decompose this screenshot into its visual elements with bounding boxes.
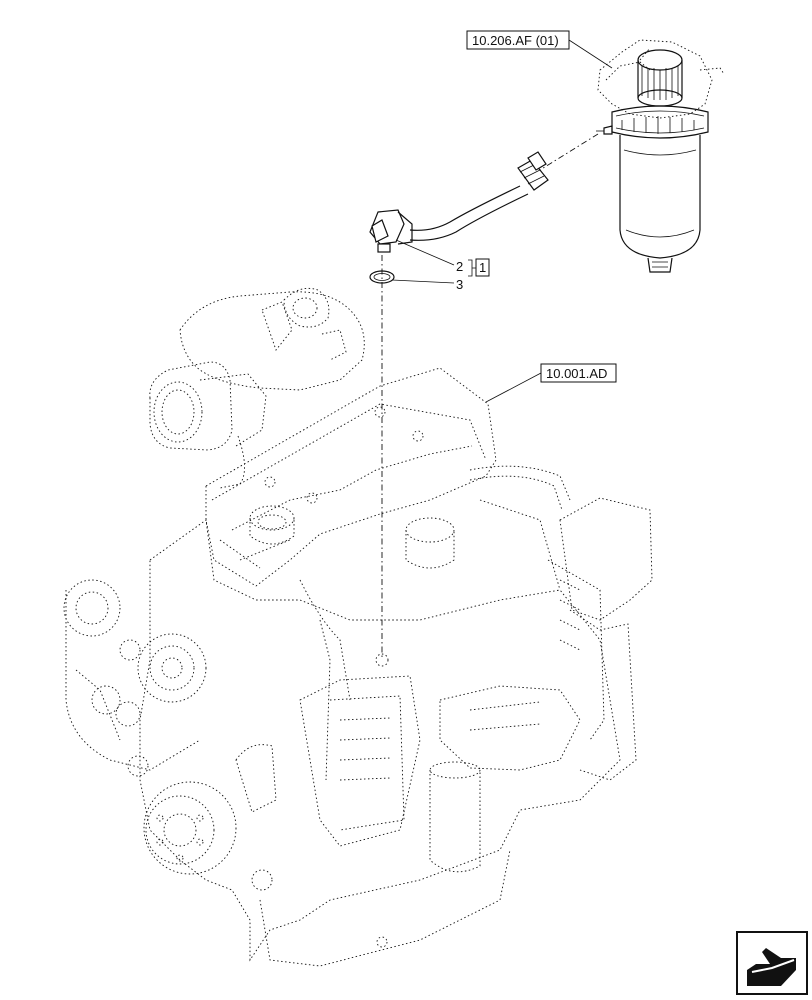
engine-block: [63, 287, 653, 967]
item-2-label[interactable]: 2: [456, 259, 463, 274]
item-3-label[interactable]: 3: [456, 277, 463, 292]
fuel-filter-assembly: [596, 39, 725, 273]
filter-reference-label: 10.206.AF (01): [472, 33, 559, 48]
alignment-line-filter: [539, 133, 599, 171]
callout-filter-reference[interactable]: 10.206.AF (01): [466, 30, 613, 69]
group-1-label[interactable]: 1: [479, 260, 486, 275]
item-callouts: 2 3 1: [391, 239, 490, 292]
sensor-with-harness[interactable]: [369, 151, 549, 253]
callout-engine-reference[interactable]: 10.001.AD: [485, 363, 617, 403]
arrow-icon[interactable]: [736, 931, 808, 995]
engine-reference-label: 10.001.AD: [546, 366, 607, 381]
